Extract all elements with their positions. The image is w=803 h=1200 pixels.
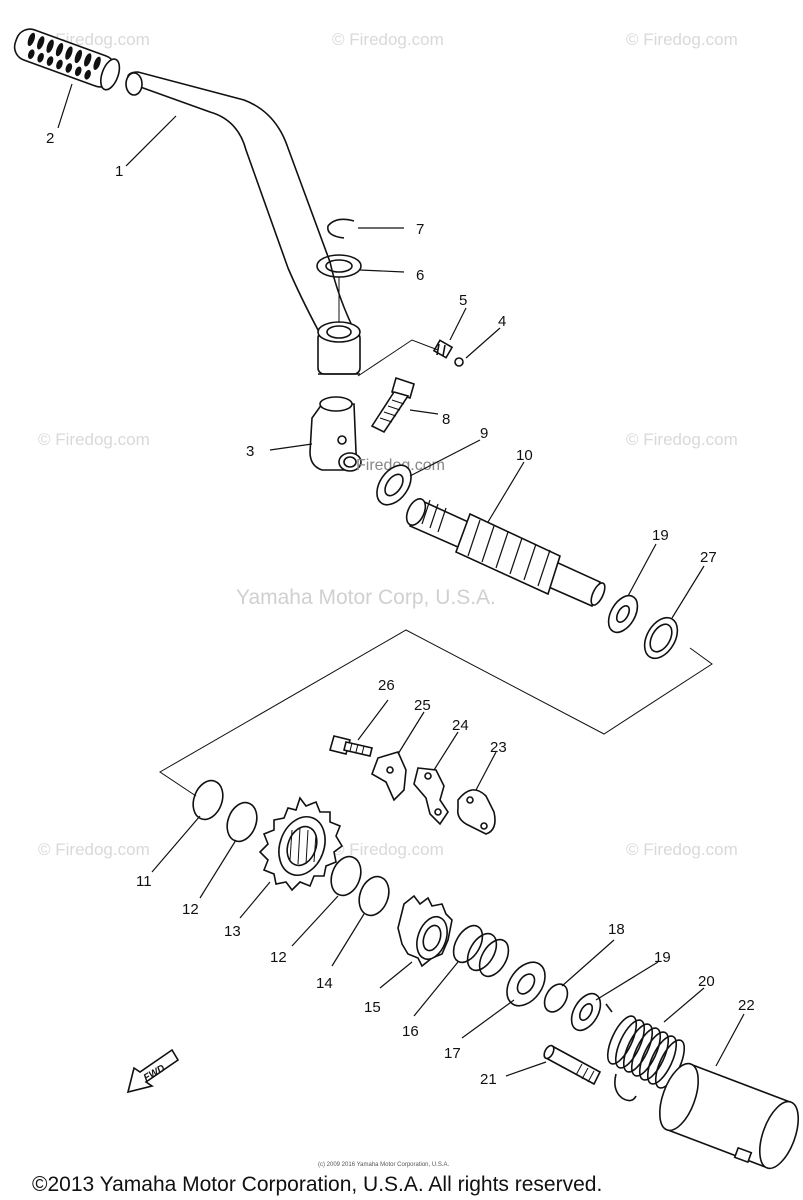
callout-15: 15 [364, 999, 381, 1016]
watermark-low-left: © Firedog.com [38, 840, 150, 859]
stopper-part-25 [371, 751, 407, 802]
circlip-part-7 [327, 218, 355, 239]
washer-part-12-right [330, 855, 362, 897]
watermark-low-right: © Firedog.com [626, 840, 738, 859]
washer-part-19-lower [570, 992, 602, 1032]
washer-part-6 [316, 254, 362, 322]
callout-6: 6 [416, 267, 424, 284]
washer-part-27 [643, 616, 679, 660]
circlip-part-18 [543, 983, 569, 1013]
copyright-footer: ©2013 Yamaha Motor Corporation, U.S.A. A… [32, 1173, 602, 1196]
callout-13: 13 [224, 923, 241, 940]
grip-part-2 [13, 28, 121, 91]
callout-12-left: 12 [182, 901, 199, 918]
ratchet-part-15 [397, 894, 453, 968]
watermark-top-center: © Firedog.com [332, 30, 444, 49]
guide-plate-part-23 [456, 789, 496, 835]
callout-24: 24 [452, 717, 469, 734]
callout-3: 3 [246, 443, 254, 460]
callout-16: 16 [402, 1023, 419, 1040]
callout-1: 1 [115, 163, 123, 180]
callout-12-right: 12 [270, 949, 287, 966]
callout-4: 4 [498, 313, 506, 330]
boss-part-3 [309, 396, 362, 472]
callout-18: 18 [608, 921, 625, 938]
watermarks: © Firedog.com © Firedog.com © Firedog.co… [38, 30, 738, 859]
torsion-spring-part-20 [605, 1003, 686, 1102]
callout-27: 27 [700, 549, 717, 566]
watermark-center: Yamaha Motor Corp, U.S.A. [236, 586, 496, 609]
watermark-top-right: © Firedog.com [626, 30, 738, 49]
kick-axle-part-10 [405, 498, 606, 608]
ball-part-4 [454, 357, 464, 367]
callout-14: 14 [316, 975, 333, 992]
callout-22: 22 [738, 997, 755, 1014]
kick-crank-part-1 [125, 71, 361, 375]
circlip-part-14 [358, 875, 390, 917]
callout-23: 23 [490, 739, 507, 756]
callout-20: 20 [698, 973, 715, 990]
bolt-part-8 [370, 376, 415, 434]
bolt-part-26 [329, 735, 373, 757]
callout-17: 17 [444, 1045, 461, 1062]
callout-10: 10 [516, 447, 533, 464]
fwd-label: FWD [142, 1063, 167, 1084]
callout-8: 8 [442, 411, 450, 428]
watermark-mid-left: © Firedog.com [38, 430, 150, 449]
callout-5: 5 [459, 292, 467, 309]
pin-part-21 [543, 1044, 602, 1086]
assembly-line-frame [159, 629, 713, 797]
spring-part-16 [452, 924, 510, 978]
cover-part-22 [658, 1062, 800, 1170]
callouts: 2 1 7 6 5 4 8 3 9 10 19 27 26 25 24 23 1… [46, 130, 755, 1088]
circlip-part-11 [192, 779, 224, 821]
callout-21: 21 [480, 1071, 497, 1088]
callout-19-lower: 19 [654, 949, 671, 966]
leader-lines [57, 83, 745, 1077]
small-print: (c) 2009 2016 Yamaha Motor Corporation, … [318, 1162, 450, 1168]
kick-gear-part-13 [258, 796, 344, 892]
watermark-low-center: © Firedog.com [332, 840, 444, 859]
callout-19-upper: 19 [652, 527, 669, 544]
assembly-line-upper [357, 339, 439, 377]
callout-11: 11 [136, 873, 152, 890]
washer-part-12-left [226, 801, 258, 843]
washer-part-17 [506, 961, 546, 1007]
callout-7: 7 [416, 221, 424, 238]
callout-25: 25 [414, 697, 431, 714]
washer-part-19-upper [607, 594, 639, 634]
callout-2: 2 [46, 130, 54, 147]
callout-9: 9 [480, 425, 488, 442]
fwd-arrow-icon: FWD [126, 1048, 180, 1094]
watermark-mid-right: © Firedog.com [626, 430, 738, 449]
oil-seal-part-9 [376, 464, 412, 506]
callout-26: 26 [378, 677, 395, 694]
